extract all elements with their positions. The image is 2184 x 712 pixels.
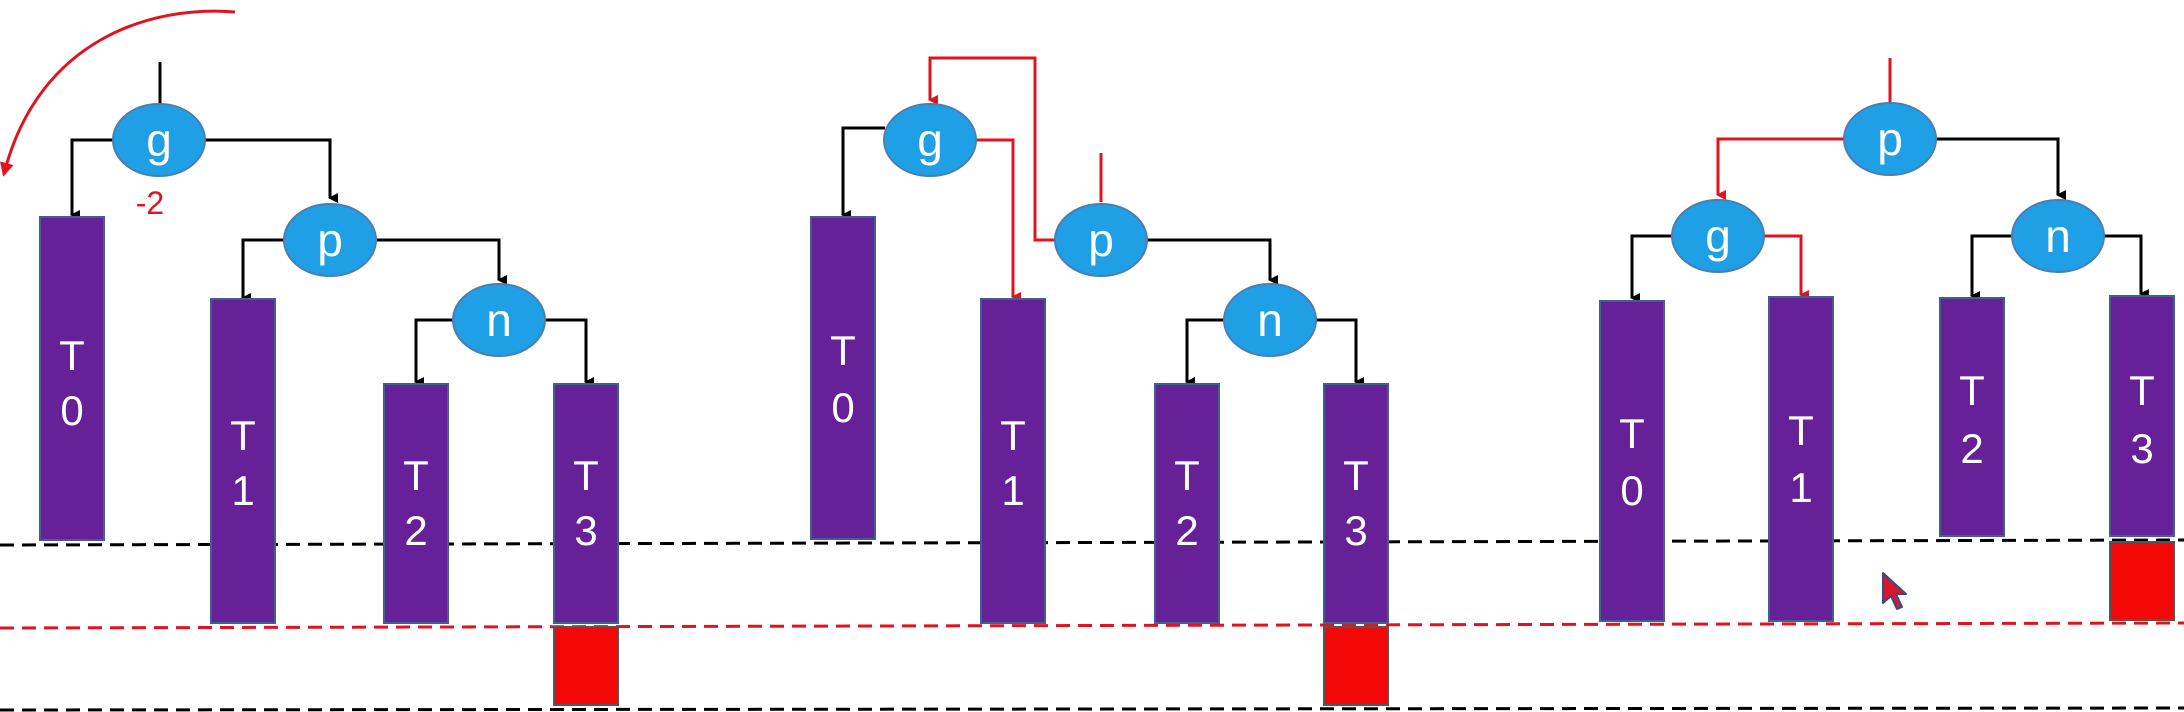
- subtree-t2: [1939, 297, 2005, 537]
- node-g: [112, 103, 206, 177]
- subtree-t1-label-index: 1: [1001, 467, 1024, 514]
- edge-g-t1: [1764, 234, 1809, 300]
- subtree-t1: [1768, 296, 1834, 622]
- subtree-t1-label-index: 1: [1789, 464, 1812, 511]
- edge-n-t3: [545, 318, 594, 387]
- subtree-t1-label-letter: T: [1000, 412, 1026, 459]
- subtree-t3-extra-level: [1323, 626, 1389, 706]
- edge-p-g: [1716, 137, 1845, 200]
- node-n: [2011, 199, 2105, 273]
- subtree-t3: [2109, 295, 2175, 537]
- subtree-t1-label-letter: T: [230, 412, 256, 459]
- subtree-t3-label-letter: T: [573, 452, 599, 499]
- subtree-t3-label-index: 3: [574, 507, 597, 554]
- subtree-t3-label-letter: T: [2129, 367, 2155, 414]
- subtree-t0: [39, 216, 105, 541]
- node-n-label: n: [1257, 294, 1283, 346]
- subtree-t0: [1599, 300, 1665, 622]
- node-g: [883, 103, 977, 177]
- height-line-bottom: [0, 706, 2184, 712]
- subtree-t0: [810, 216, 876, 540]
- node-g-label: g: [917, 114, 943, 166]
- edge-n-t2: [1970, 234, 2012, 301]
- node-p-label: p: [1088, 214, 1114, 266]
- subtree-t1-label-index: 1: [231, 467, 254, 514]
- subtree-t2: [1154, 383, 1220, 624]
- node-p: [1843, 102, 1937, 176]
- subtree-t3-extra-level: [553, 626, 619, 706]
- node-p-label: p: [1877, 113, 1903, 165]
- subtree-t0-label-index: 0: [831, 384, 854, 431]
- subtree-t2-label-index: 2: [1175, 507, 1198, 554]
- node-n: [452, 283, 546, 357]
- node-n: [1223, 283, 1317, 357]
- diagram-2-rotation-step: T 0 T 1 T 2 T 3 g p n: [810, 56, 1389, 706]
- subtree-t2-label-letter: T: [1959, 367, 1985, 414]
- edge-n-t2: [1185, 318, 1225, 387]
- relink-p-to-g: [928, 56, 1058, 242]
- edge-n-t3: [2104, 234, 2149, 299]
- subtree-t3-label-index: 3: [1344, 507, 1367, 554]
- subtree-t2: [383, 383, 449, 624]
- edge-g-t0: [841, 126, 885, 220]
- edge-n-t2: [414, 318, 455, 387]
- edge-p-n: [1935, 137, 2066, 200]
- subtree-t3: [553, 383, 619, 624]
- subtree-t0-label-index: 0: [1620, 467, 1643, 514]
- subtree-t2-label-letter: T: [1174, 452, 1200, 499]
- node-g-label: g: [146, 114, 172, 166]
- subtree-t2-label-letter: T: [403, 452, 429, 499]
- height-line-red: [0, 621, 2184, 630]
- node-p-label: p: [317, 214, 343, 266]
- edge-p-t1: [241, 238, 285, 303]
- node-p: [283, 203, 377, 277]
- edge-p-n: [1147, 238, 1278, 285]
- subtree-t1-label-letter: T: [1788, 407, 1814, 454]
- edge-p-n: [375, 238, 507, 285]
- edge-g-p: [205, 138, 338, 203]
- balance-factor-label: -2: [136, 185, 164, 221]
- subtree-t2-label-index: 2: [404, 507, 427, 554]
- mouse-cursor-icon: [1882, 572, 1907, 610]
- node-g-label: g: [1705, 210, 1731, 262]
- subtree-t1: [980, 298, 1046, 624]
- subtree-t3: [1323, 383, 1389, 624]
- subtree-t3-label-letter: T: [1343, 452, 1369, 499]
- subtree-t0-label-letter: T: [59, 332, 85, 379]
- subtree-t2-label-index: 2: [1960, 425, 1983, 472]
- node-n-label: n: [486, 294, 512, 346]
- rotation-arrow: [0, 9, 236, 177]
- subtree-t0-label-letter: T: [1619, 410, 1645, 457]
- edge-g-t0: [70, 138, 113, 220]
- subtree-t0-label-index: 0: [60, 387, 83, 434]
- subtree-t3-extra-level: [2109, 541, 2175, 621]
- diagram-3-after-rotation: T 0 T 1 T 2 T 3 p g n: [1599, 58, 2175, 622]
- node-n-label: n: [2045, 210, 2071, 262]
- node-g: [1671, 199, 1765, 273]
- relink-g-to-t1: [975, 138, 1021, 302]
- subtree-t1: [210, 298, 276, 624]
- subtree-t0-label-letter: T: [830, 327, 856, 374]
- subtree-t3-label-index: 3: [2130, 425, 2153, 472]
- node-p: [1054, 203, 1148, 277]
- height-line-top: [0, 538, 2184, 547]
- diagram-1-before-rotation: T 0 T 1 T 2 T 3 g p n -2: [0, 9, 619, 706]
- edge-g-t0: [1630, 234, 1672, 303]
- edge-n-t3: [1315, 318, 1364, 387]
